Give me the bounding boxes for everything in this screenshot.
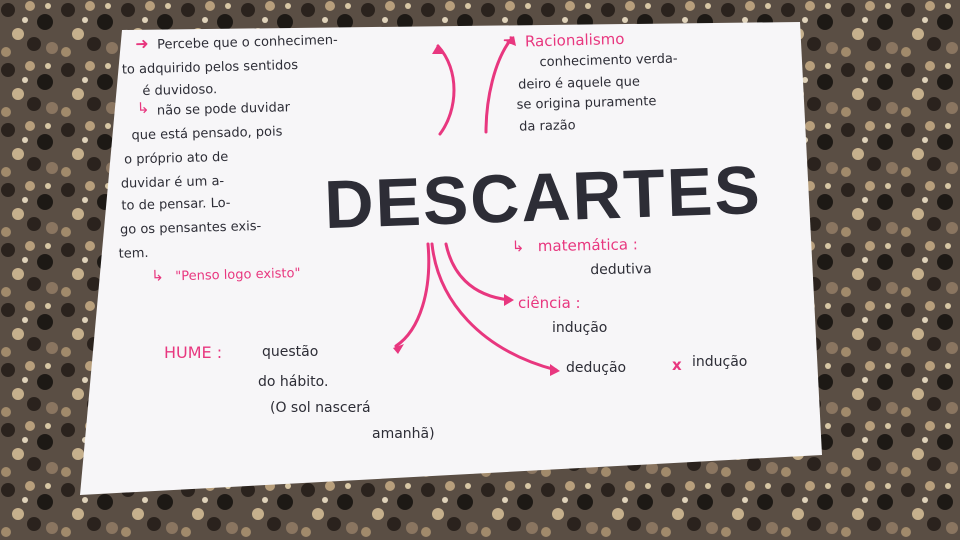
note-line: não se pode duvidar <box>157 100 291 118</box>
note-line: go os pensantes exis- <box>120 219 262 238</box>
arrowhead-icon <box>550 364 560 376</box>
arrow-icon: ➜ <box>135 34 149 53</box>
value-inducao: indução <box>552 320 607 336</box>
arrowhead-icon <box>504 294 514 306</box>
note-line: to adquirido pelos sentidos <box>122 58 299 78</box>
note-line: questão <box>262 344 318 360</box>
arrowhead-icon <box>432 44 444 54</box>
note-line: tem. <box>118 246 148 262</box>
math-note: ↳ matemática : dedutiva <box>512 235 652 278</box>
connector-arrows <box>394 36 558 372</box>
heading-racionalismo: Racionalismo <box>525 30 625 51</box>
arrowheads <box>393 36 560 376</box>
label-matematica: matemática : <box>538 235 638 255</box>
compare-deducao: dedução <box>566 360 626 376</box>
note-line: to de pensar. Lo- <box>121 196 231 214</box>
turn-arrow-icon: ↳ <box>137 99 150 117</box>
note-line: do hábito. <box>258 374 328 390</box>
quote-penso-logo-existo: "Penso logo existo" <box>175 266 301 284</box>
note-line: é duvidoso. <box>142 82 217 99</box>
top-left-notes: ➜ Percebe que o conhecimen- to adquirido… <box>118 33 338 285</box>
arrow-to-ciencia <box>444 242 512 302</box>
arrow-to-hume <box>394 242 431 348</box>
turn-arrow-icon: ↳ <box>151 267 164 285</box>
note-line: da razão <box>519 118 576 134</box>
label-ciencia: ciência : <box>518 294 581 312</box>
arrowhead-icon <box>393 344 404 354</box>
note-line: conhecimento verda- <box>539 51 678 70</box>
note-line: amanhã) <box>372 426 435 442</box>
note-line: que está pensado, pois <box>131 124 282 143</box>
turn-arrow-icon: ↳ <box>512 237 525 255</box>
title-descartes: DESCARTES <box>323 152 763 243</box>
note-line: Percebe que o conhecimen- <box>157 33 338 53</box>
compare-separator: x <box>672 356 682 374</box>
science-note: ciência : indução <box>518 294 607 336</box>
value-dedutiva: dedutiva <box>590 261 652 278</box>
note-line: se origina puramente <box>516 94 656 113</box>
hume-note: HUME : questão do hábito. (O sol nascerá… <box>164 343 435 442</box>
note-line: deiro é aquele que <box>518 74 640 92</box>
arrow-to-racionalismo <box>484 36 514 134</box>
note-line: o próprio ato de <box>124 150 228 168</box>
top-right-notes: ➜ Racionalismo conhecimento verda- deiro… <box>503 30 678 135</box>
arrow-to-top-left <box>436 44 456 136</box>
note-line: duvidar é um a- <box>121 174 225 192</box>
compare-note: dedução x indução <box>566 354 747 376</box>
compare-inducao: indução <box>692 354 747 370</box>
note-line: (O sol nascerá <box>270 400 371 416</box>
arrow-to-deducao <box>430 242 558 372</box>
label-hume: HUME : <box>164 343 222 362</box>
arrowhead-icon <box>506 36 516 46</box>
